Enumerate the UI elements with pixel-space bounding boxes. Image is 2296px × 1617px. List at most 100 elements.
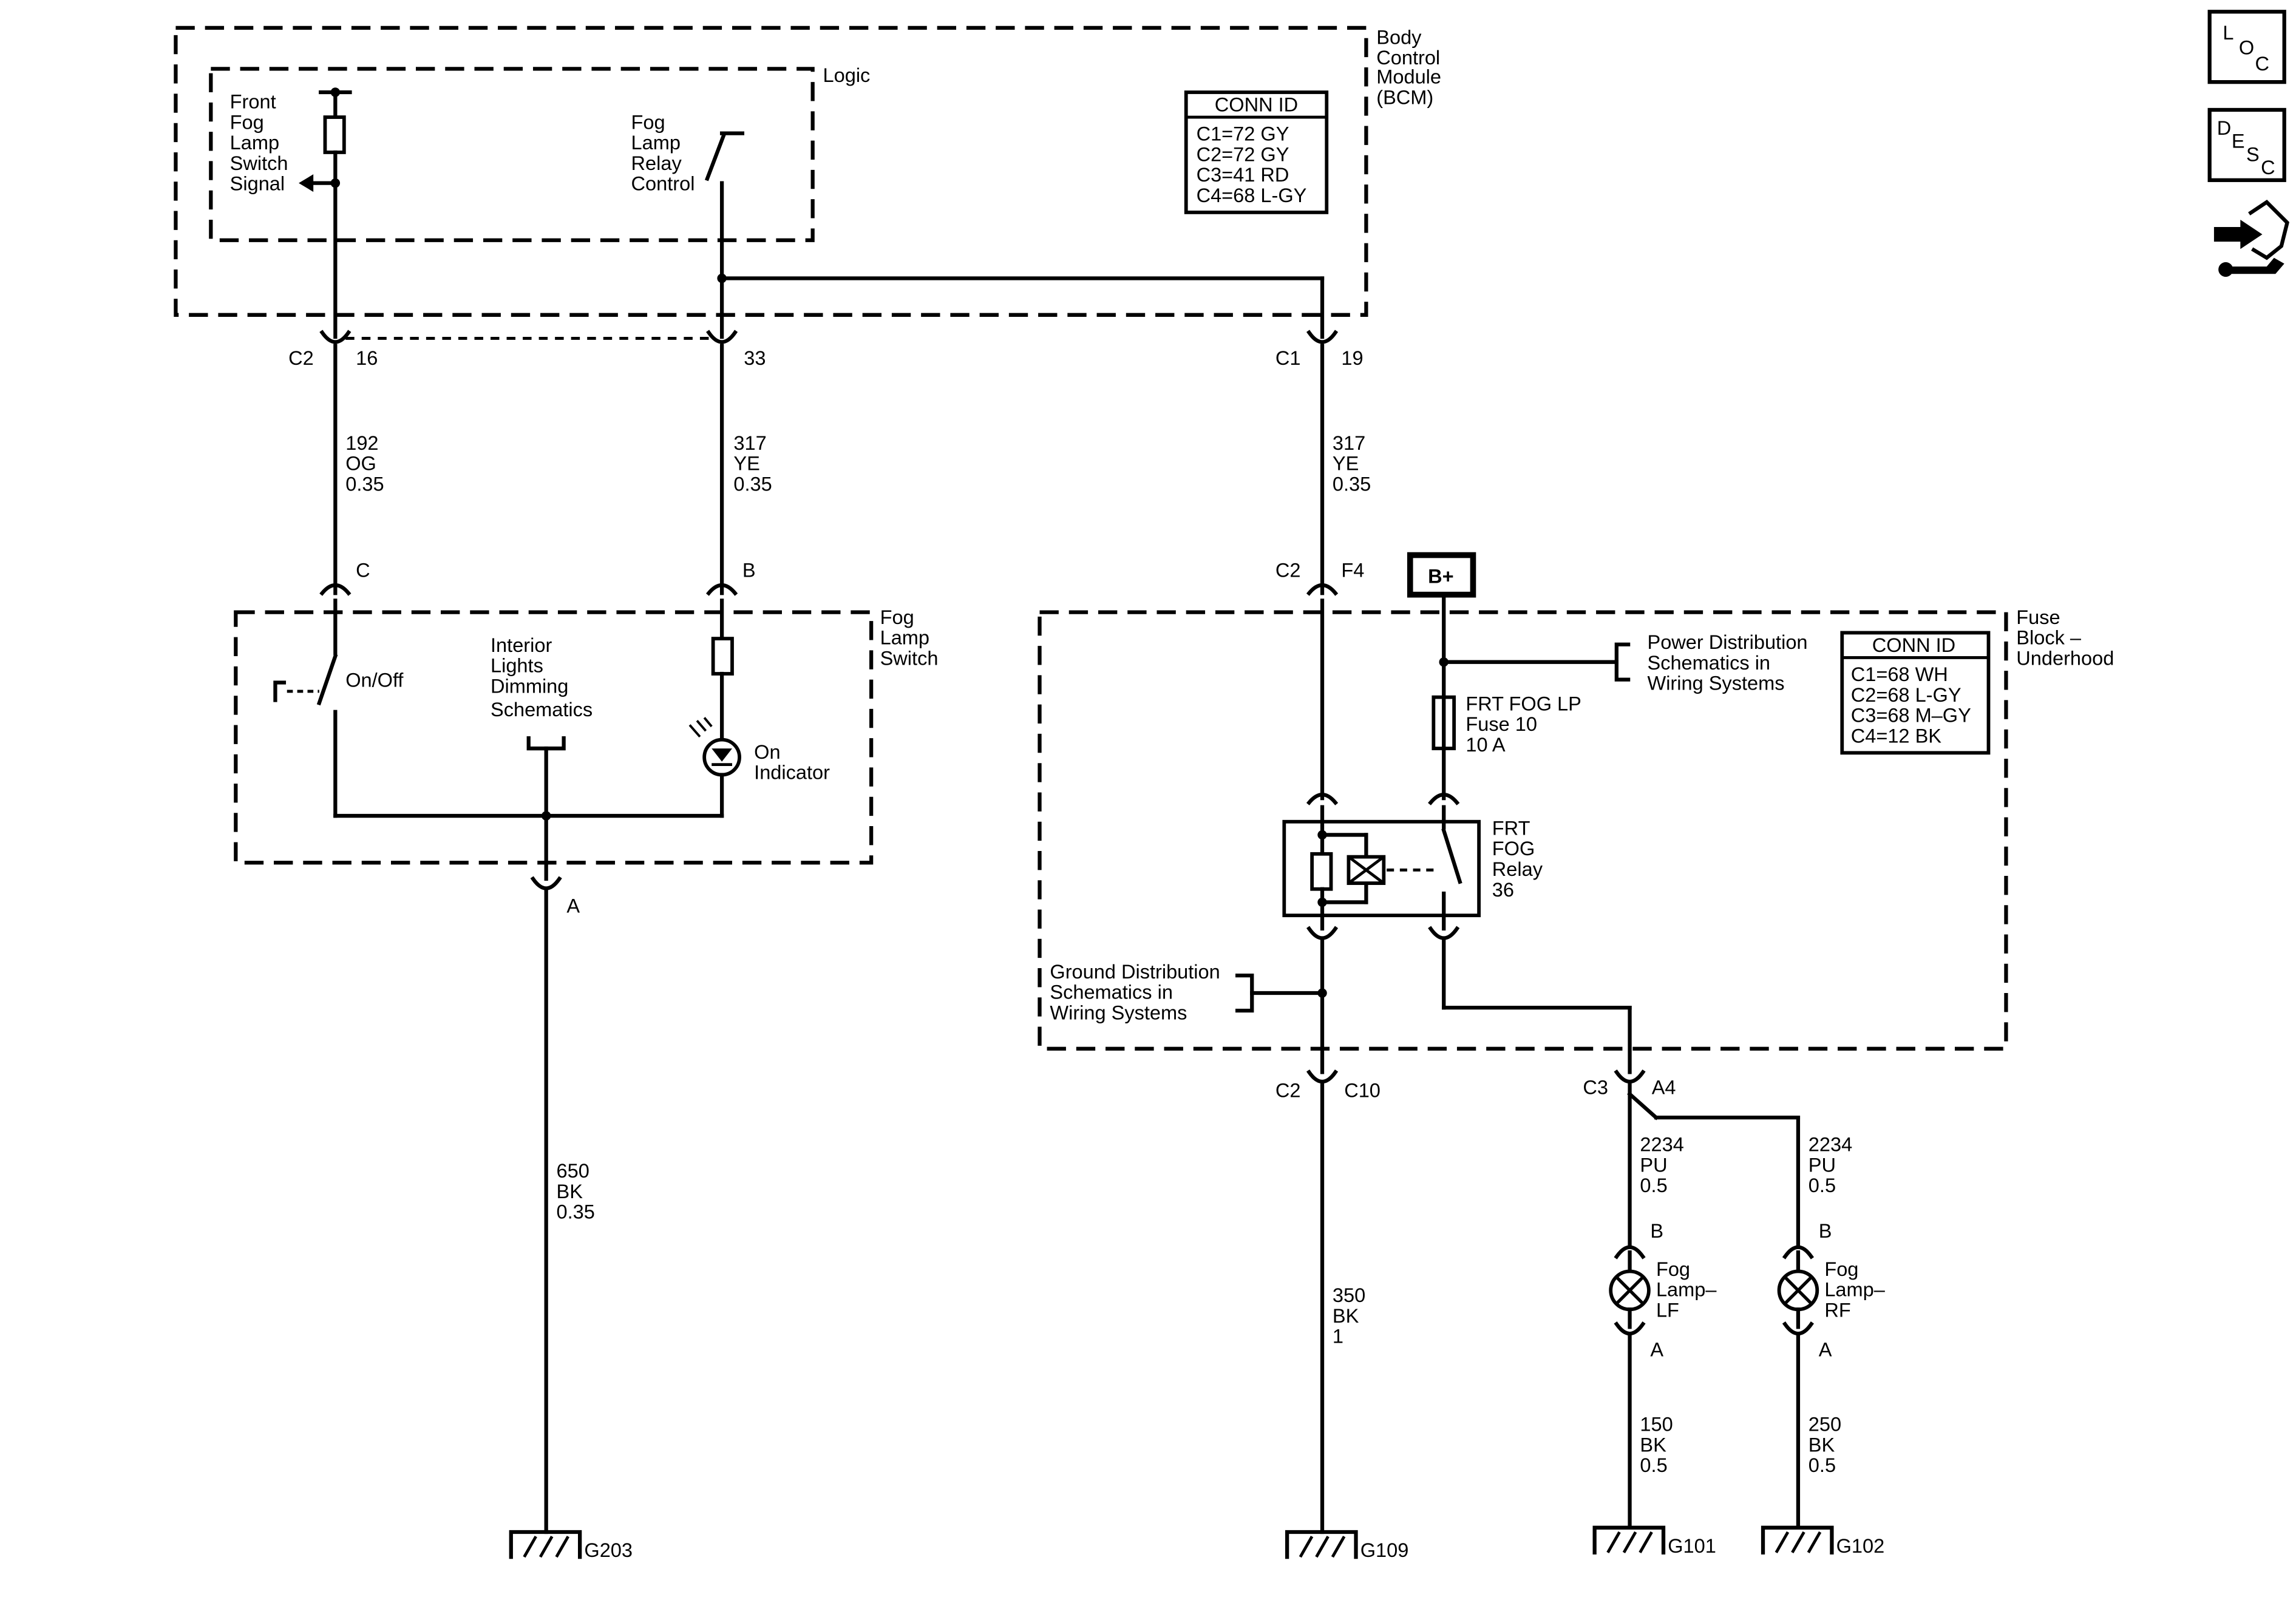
svg-text:150: 150 xyxy=(1640,1414,1673,1436)
fuse-block-label: Fuse xyxy=(2016,606,2060,628)
ground-symbol-icon xyxy=(1592,1525,1666,1554)
bcm-conn-id-table: CONN ID C1=72 GY C2=72 GY C3=41 RD C4=68… xyxy=(1184,90,1329,214)
svg-text:650: 650 xyxy=(557,1160,589,1182)
ground-symbol-icon xyxy=(509,1530,582,1559)
wire-317-fuse-label: 317 xyxy=(1333,432,1365,454)
relay-control-label: Fog xyxy=(631,111,665,133)
svg-text:BK: BK xyxy=(1809,1434,1835,1456)
svg-text:Lamp–: Lamp– xyxy=(1656,1279,1717,1301)
svg-text:Wiring Systems: Wiring Systems xyxy=(1050,1002,1187,1023)
fuse-label: FRT FOG LP xyxy=(1466,693,1581,714)
svg-text:Relay: Relay xyxy=(1492,858,1543,880)
svg-text:Underhood: Underhood xyxy=(2016,648,2114,670)
svg-text:LF: LF xyxy=(1656,1299,1679,1321)
fog-lamp-circuits: 2234 PU 0.5 2234 PU 0.5 B Fog Lamp– LF A xyxy=(1592,1080,1886,1557)
light-emission-icon xyxy=(688,717,713,738)
svg-text:C3=41 RD: C3=41 RD xyxy=(1197,164,1289,186)
ground-distribution-reference-label: Ground Distribution xyxy=(1050,961,1220,983)
relay-label: FRT xyxy=(1492,817,1530,839)
svg-text:A: A xyxy=(1650,1338,1663,1360)
svg-text:C: C xyxy=(2255,53,2269,75)
location-view-icon[interactable]: L O C xyxy=(2207,10,2286,84)
svg-text:Body: Body xyxy=(1376,26,1422,48)
svg-text:C: C xyxy=(2261,157,2275,178)
fog-lamp-rf-label: Fog xyxy=(1824,1258,1858,1280)
svg-text:Switch: Switch xyxy=(230,152,288,174)
svg-text:Module: Module xyxy=(1376,66,1441,88)
fog-lamp-rf xyxy=(1777,1245,1819,1336)
fog-lamp-lf xyxy=(1609,1245,1651,1336)
switch-signal-circuit: Front Fog Lamp Switch Signal xyxy=(230,87,352,339)
ground-symbol-icon xyxy=(1761,1525,1834,1554)
connector-repair-icon[interactable] xyxy=(2213,199,2290,277)
power-distribution-reference-label: Power Distribution xyxy=(1647,631,1807,653)
svg-text:Indicator: Indicator xyxy=(754,762,830,784)
svg-text:Schematics: Schematics xyxy=(491,699,593,720)
switch-pin-a-label: A xyxy=(566,895,580,917)
on-indicator-label: On xyxy=(754,741,780,763)
svg-text:OG: OG xyxy=(345,453,376,475)
svg-text:Schematics in: Schematics in xyxy=(1050,981,1173,1003)
pin-a4-label: A4 xyxy=(1652,1077,1676,1099)
svg-text:B: B xyxy=(1819,1220,1832,1242)
svg-text:36: 36 xyxy=(1492,879,1514,901)
svg-text:C4=12 BK: C4=12 BK xyxy=(1851,725,1942,747)
svg-text:O: O xyxy=(2239,36,2254,58)
svg-text:Control: Control xyxy=(1376,47,1440,69)
svg-text:E: E xyxy=(2232,131,2245,152)
svg-text:A: A xyxy=(1819,1338,1832,1360)
svg-text:L: L xyxy=(2223,22,2233,44)
svg-text:Lights: Lights xyxy=(491,655,543,677)
description-view-icon[interactable]: D E S C xyxy=(2207,107,2286,182)
svg-text:Switch: Switch xyxy=(880,648,939,670)
svg-text:(BCM): (BCM) xyxy=(1376,86,1433,108)
fog-lamp-switch-label: Fog xyxy=(880,606,914,628)
svg-text:PU: PU xyxy=(1640,1154,1667,1176)
svg-text:Lamp–: Lamp– xyxy=(1824,1279,1885,1301)
svg-text:C1=72 GY: C1=72 GY xyxy=(1197,123,1289,145)
svg-text:0.5: 0.5 xyxy=(1640,1454,1667,1476)
bcm-connector-pins: C2 16 33 C1 19 xyxy=(288,330,1364,369)
svg-text:C2=72 GY: C2=72 GY xyxy=(1197,143,1289,165)
conn-c3-label: C3 xyxy=(1583,1077,1608,1099)
svg-text:Control: Control xyxy=(631,173,695,195)
svg-text:2234: 2234 xyxy=(1640,1134,1683,1156)
svg-text:C1=68 WH: C1=68 WH xyxy=(1851,663,1948,685)
svg-text:Relay: Relay xyxy=(631,152,682,174)
svg-text:10 A: 10 A xyxy=(1466,734,1505,756)
pin-33-label: 33 xyxy=(744,347,766,369)
fog-lamp-lf-label: Fog xyxy=(1656,1258,1690,1280)
svg-text:C4=68 L-GY: C4=68 L-GY xyxy=(1197,185,1307,206)
svg-text:0.5: 0.5 xyxy=(1809,1175,1836,1196)
fuse-frt-fog-lp xyxy=(1432,695,1456,751)
switch-signal-label: Front xyxy=(230,91,276,113)
conn-c2-label: C2 xyxy=(288,347,314,369)
switch-pin-b-label: B xyxy=(742,560,756,581)
bcm-output-wires: 192 OG 0.35 317 YE 0.35 317 YE 0.35 xyxy=(333,344,1371,595)
svg-text:YE: YE xyxy=(1333,453,1359,475)
ground-symbol-icon xyxy=(1285,1530,1358,1559)
pin-19-label: 19 xyxy=(1341,347,1363,369)
svg-text:Block –: Block – xyxy=(2016,627,2082,649)
svg-text:Wiring Systems: Wiring Systems xyxy=(1647,673,1784,694)
svg-text:Lamp: Lamp xyxy=(880,627,929,649)
wire-317-switch-label: 317 xyxy=(733,432,766,454)
pin-c10-label: C10 xyxy=(1344,1079,1381,1101)
conn-c1-label: C1 xyxy=(1275,347,1301,369)
svg-text:BK: BK xyxy=(557,1181,583,1202)
svg-text:350: 350 xyxy=(1333,1284,1365,1306)
bcm-module: Logic Body Control Module (BCM) CONN ID … xyxy=(174,25,1441,339)
fog-lamp-switch: Fog Lamp Switch C B On/Off On Indicator … xyxy=(234,560,939,917)
switch-pin-c-label: C xyxy=(356,560,370,581)
svg-text:C3=68 M–GY: C3=68 M–GY xyxy=(1851,705,1971,727)
pin-f4-label: F4 xyxy=(1341,560,1364,581)
svg-text:D: D xyxy=(2217,117,2232,139)
ground-g203-label: G203 xyxy=(584,1539,633,1561)
frt-fog-relay xyxy=(1282,792,1481,940)
logic-label: Logic xyxy=(823,64,871,86)
svg-text:0.35: 0.35 xyxy=(733,473,772,495)
pin-16-label: 16 xyxy=(356,347,378,369)
conn-c2-c10-label: C2 xyxy=(1275,1079,1301,1101)
svg-text:S: S xyxy=(2246,143,2260,165)
